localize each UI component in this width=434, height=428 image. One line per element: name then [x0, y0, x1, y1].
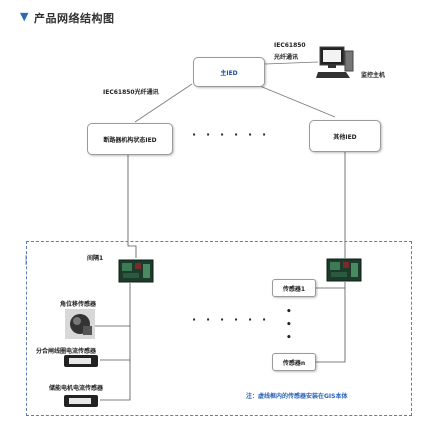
footnote: 注：虚线框内的传感器安装在GIS本体	[246, 393, 348, 400]
link-dev-sensorn	[316, 288, 346, 363]
right-comm-label-2: 光纤通讯	[274, 54, 299, 61]
main-ied-label: 主IED	[220, 69, 238, 77]
breaker-ied-node[interactable]: 断路器机构状态IED	[87, 123, 173, 155]
other-ied-label: 其他IED	[333, 133, 357, 141]
bay1-label: 间隔1	[87, 255, 104, 262]
ellipsis-middle: · · · · · ·	[192, 313, 270, 326]
sensor-angle-label: 角位移传感器	[60, 301, 97, 308]
right-comm-label-1: IEC61850	[274, 42, 306, 49]
page-title: 产品网络结构图	[34, 12, 115, 25]
computer-icon	[316, 46, 354, 78]
sensor-motor-label: 储能电机电流传感器	[49, 385, 104, 392]
monitor-host-label: 监控主机	[361, 72, 386, 79]
link-bay-motor	[100, 360, 131, 401]
link-main-breaker	[134, 83, 193, 123]
bay-device-icon	[118, 259, 154, 283]
link-main-other	[254, 83, 336, 118]
sensor1-node[interactable]: 传感器1	[272, 279, 316, 297]
gis-body-region	[26, 241, 412, 416]
angle-sensor-icon	[65, 309, 95, 339]
left-comm-label: IEC61850光纤通讯	[103, 89, 159, 96]
link-main-monitor	[264, 61, 319, 65]
sensor-coil-label: 分合闸线圈电流传感器	[36, 348, 97, 355]
coil-sensor-icon	[64, 355, 98, 367]
sensor1-label: 传感器1	[282, 285, 306, 293]
ellipsis-top: · · · · · ·	[192, 128, 270, 141]
link-breaker-bay	[127, 153, 137, 258]
collapse-triangle-icon[interactable]: ▼	[20, 10, 29, 23]
motor-sensor-icon	[64, 395, 98, 407]
main-ied-node[interactable]: 主IED	[193, 57, 265, 87]
field-device-icon	[326, 258, 362, 282]
ellipsis-vertical: •••	[286, 307, 292, 343]
other-ied-node[interactable]: 其他IED	[309, 120, 381, 152]
sensor-n-node[interactable]: 传感器n	[272, 353, 316, 371]
sensor-n-label: 传感器n	[282, 359, 306, 367]
breaker-ied-label: 断路器机构状态IED	[103, 136, 157, 144]
